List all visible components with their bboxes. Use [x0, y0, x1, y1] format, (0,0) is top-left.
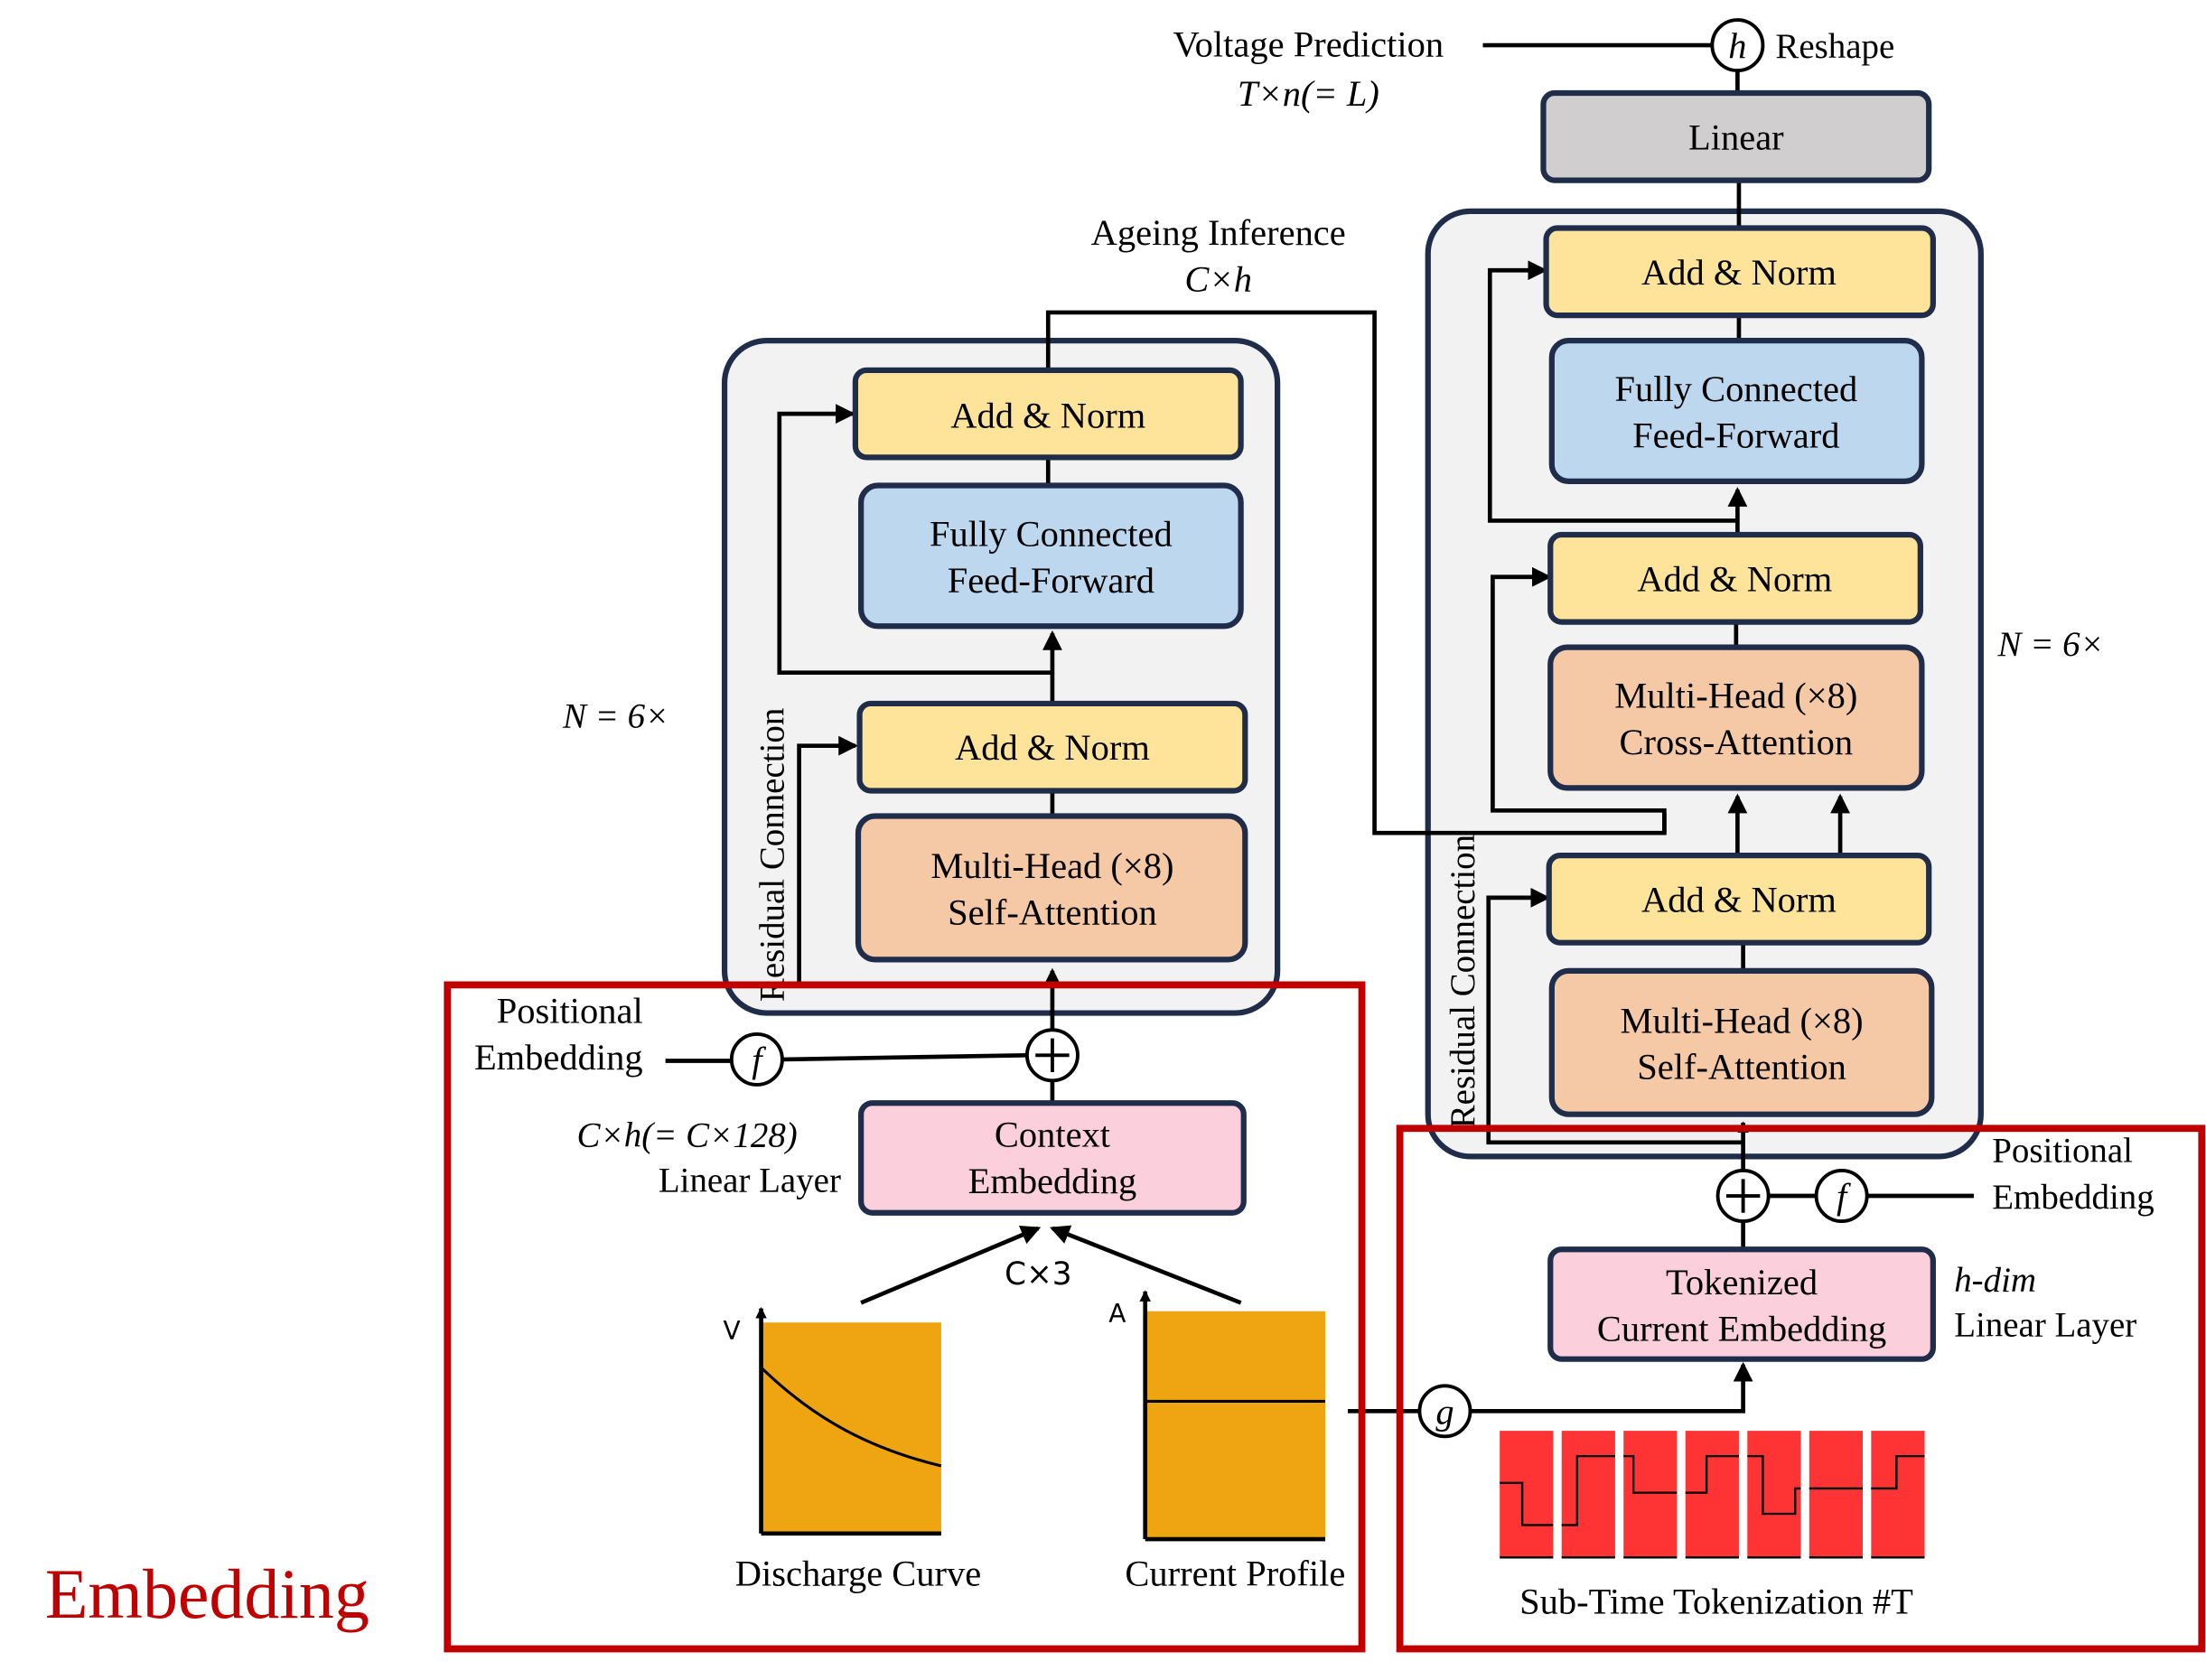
right-positional-f-node: f — [1814, 1169, 1869, 1224]
decoder-add-norm-top-label: Add & Norm — [1641, 252, 1837, 293]
decoder-feed-forward: Fully Connected Feed-Forward — [1548, 338, 1925, 484]
decoder-add-norm-top: Add & Norm — [1543, 225, 1936, 319]
linear-block: Linear — [1540, 89, 1932, 183]
decoder-add-norm-bottom-label: Add & Norm — [1641, 879, 1837, 919]
decoder-cross-attention-label-1: Multi-Head (×8) — [1614, 676, 1857, 716]
left-add-node-plus-icon — [1024, 1028, 1080, 1083]
token-5 — [1747, 1431, 1801, 1559]
encoder-self-attention: Multi-Head (×8) Self-Attention — [855, 813, 1248, 963]
input-dim-label: C×3 — [1005, 1256, 1071, 1293]
decoder-add-norm-mid-label: Add & Norm — [1637, 558, 1832, 599]
right-positional-label-2: Embedding — [1992, 1178, 2154, 1217]
decoder-add-norm-bottom: Add & Norm — [1546, 853, 1932, 946]
voltage-dim-label: T×n(= L) — [1238, 73, 1379, 114]
encoder-self-attention-label-1: Multi-Head (×8) — [930, 845, 1173, 886]
decoder-self-attention-label-1: Multi-Head (×8) — [1621, 1000, 1864, 1041]
right-linear-layer-label: Linear Layer — [1954, 1306, 2136, 1345]
g-symbol: g — [1435, 1391, 1454, 1432]
embedding-title: Embedding — [45, 1555, 369, 1633]
current-profile-label: Current Profile — [1125, 1553, 1345, 1593]
token-3 — [1623, 1431, 1678, 1559]
left-linear-layer-label: Linear Layer — [659, 1161, 841, 1199]
v-axis-label: V — [724, 1316, 741, 1346]
decoder-repeat-label: N = 6× — [1997, 625, 2104, 664]
right-positional-label-1: Positional — [1992, 1132, 2133, 1171]
current-profile-plot: A — [1108, 1290, 1326, 1542]
left-embedding-frame — [444, 981, 1366, 1653]
discharge-curve-plot: V — [724, 1307, 942, 1536]
context-embedding-block: Context Embedding — [858, 1100, 1247, 1216]
token-1 — [1500, 1431, 1554, 1559]
decoder-cross-attention-label-2: Cross-Attention — [1620, 722, 1854, 762]
encoder-repeat-label: N = 6× — [562, 696, 668, 735]
voltage-prediction-label: Voltage Prediction — [1173, 24, 1444, 65]
ageing-inference-label: Ageing Inference — [1091, 212, 1346, 253]
tokenized-embedding-label-2: Current Embedding — [1597, 1308, 1886, 1349]
context-dim-label: C×h(= C×128) — [577, 1116, 798, 1155]
discharge-curve-label: Discharge Curve — [735, 1553, 981, 1593]
decoder-self-attention-label-2: Self-Attention — [1637, 1047, 1846, 1087]
token-7 — [1871, 1431, 1925, 1559]
encoder-feed-forward-label-1: Fully Connected — [930, 514, 1173, 555]
decoder-self-attention: Multi-Head (×8) Self-Attention — [1548, 967, 1935, 1117]
tokenization-label: Sub-Time Tokenization #T — [1519, 1582, 1913, 1622]
tokenized-current-embedding-block: Tokenized Current Embedding — [1547, 1246, 1936, 1362]
reshape-h-node: h — [1710, 18, 1765, 73]
right-embedding-frame — [1396, 1125, 2206, 1653]
token-2 — [1561, 1431, 1615, 1559]
tokenize-g-node: g — [1417, 1384, 1472, 1439]
sub-time-tokens — [1500, 1431, 1925, 1559]
linear-label: Linear — [1688, 117, 1784, 157]
reshape-h-symbol: h — [1728, 25, 1746, 66]
token-4 — [1685, 1431, 1739, 1559]
encoder-residual-label: Residual Connection — [752, 708, 791, 1002]
encoder-feed-forward: Fully Connected Feed-Forward — [858, 482, 1244, 630]
decoder-cross-attention: Multi-Head (×8) Cross-Attention — [1547, 644, 1925, 791]
context-embedding-label-1: Context — [995, 1115, 1111, 1155]
encoder-add-norm-bottom-label: Add & Norm — [955, 727, 1150, 768]
a-axis-label: A — [1108, 1299, 1126, 1329]
ageing-dim-label: C×h — [1184, 259, 1252, 300]
h-dim-label: h-dim — [1954, 1261, 2036, 1300]
encoder-feed-forward-label-2: Feed-Forward — [948, 560, 1154, 601]
encoder-self-attention-label-2: Self-Attention — [948, 891, 1157, 932]
tokenized-embedding-label-1: Tokenized — [1666, 1262, 1818, 1302]
right-add-node-plus-icon — [1715, 1169, 1771, 1224]
decoder-feed-forward-label-1: Fully Connected — [1614, 369, 1857, 409]
left-positional-label-1: Positional — [497, 990, 643, 1031]
context-embedding-label-2: Embedding — [968, 1161, 1137, 1201]
encoder-add-norm-top-label: Add & Norm — [950, 396, 1145, 436]
left-positional-f-node: f — [729, 1031, 784, 1087]
left-positional-label-2: Embedding — [474, 1037, 643, 1078]
decoder-feed-forward-label-2: Feed-Forward — [1632, 415, 1839, 455]
decoder-residual-label: Residual Connection — [1444, 835, 1482, 1128]
decoder-add-norm-mid: Add & Norm — [1547, 531, 1923, 625]
reshape-label: Reshape — [1775, 27, 1894, 66]
encoder-add-norm-top: Add & Norm — [852, 367, 1244, 461]
token-6 — [1809, 1431, 1863, 1559]
encoder-add-norm-bottom: Add & Norm — [856, 700, 1248, 794]
